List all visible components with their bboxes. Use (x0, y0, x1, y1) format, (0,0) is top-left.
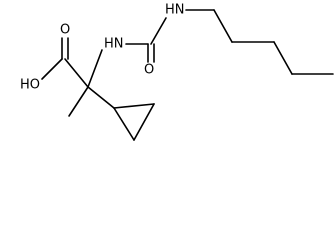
bond-quaternary-c-to-nh (87, 49, 103, 88)
bond-cooh-c-to-quaternary-c (64, 58, 89, 88)
bond-pentyl-c1-c2 (213, 9, 233, 43)
bond-urea-c-to-nh (150, 17, 167, 45)
bond-quaternary-c-to-cyclopropyl (87, 86, 115, 109)
hydroxyl-label: HO (20, 78, 40, 93)
chemical-structure-diagram: O HO HN O HN (20, 3, 334, 141)
bond-pentyl-c3-c4 (273, 41, 293, 75)
amide-nh-right-label: HN (165, 3, 185, 18)
carboxylic-oxygen-label: O (60, 23, 70, 38)
urea-oxygen-label: O (144, 63, 154, 78)
bond-cooh-c-to-oh (41, 58, 63, 80)
bond-cyclopropyl-1 (113, 103, 155, 109)
bond-cyclopropyl-2 (113, 107, 135, 141)
bond-cyclopropyl-3 (133, 103, 155, 141)
amide-nh-left-label: HN (104, 37, 124, 52)
bond-quaternary-c-to-methyl (68, 86, 89, 117)
